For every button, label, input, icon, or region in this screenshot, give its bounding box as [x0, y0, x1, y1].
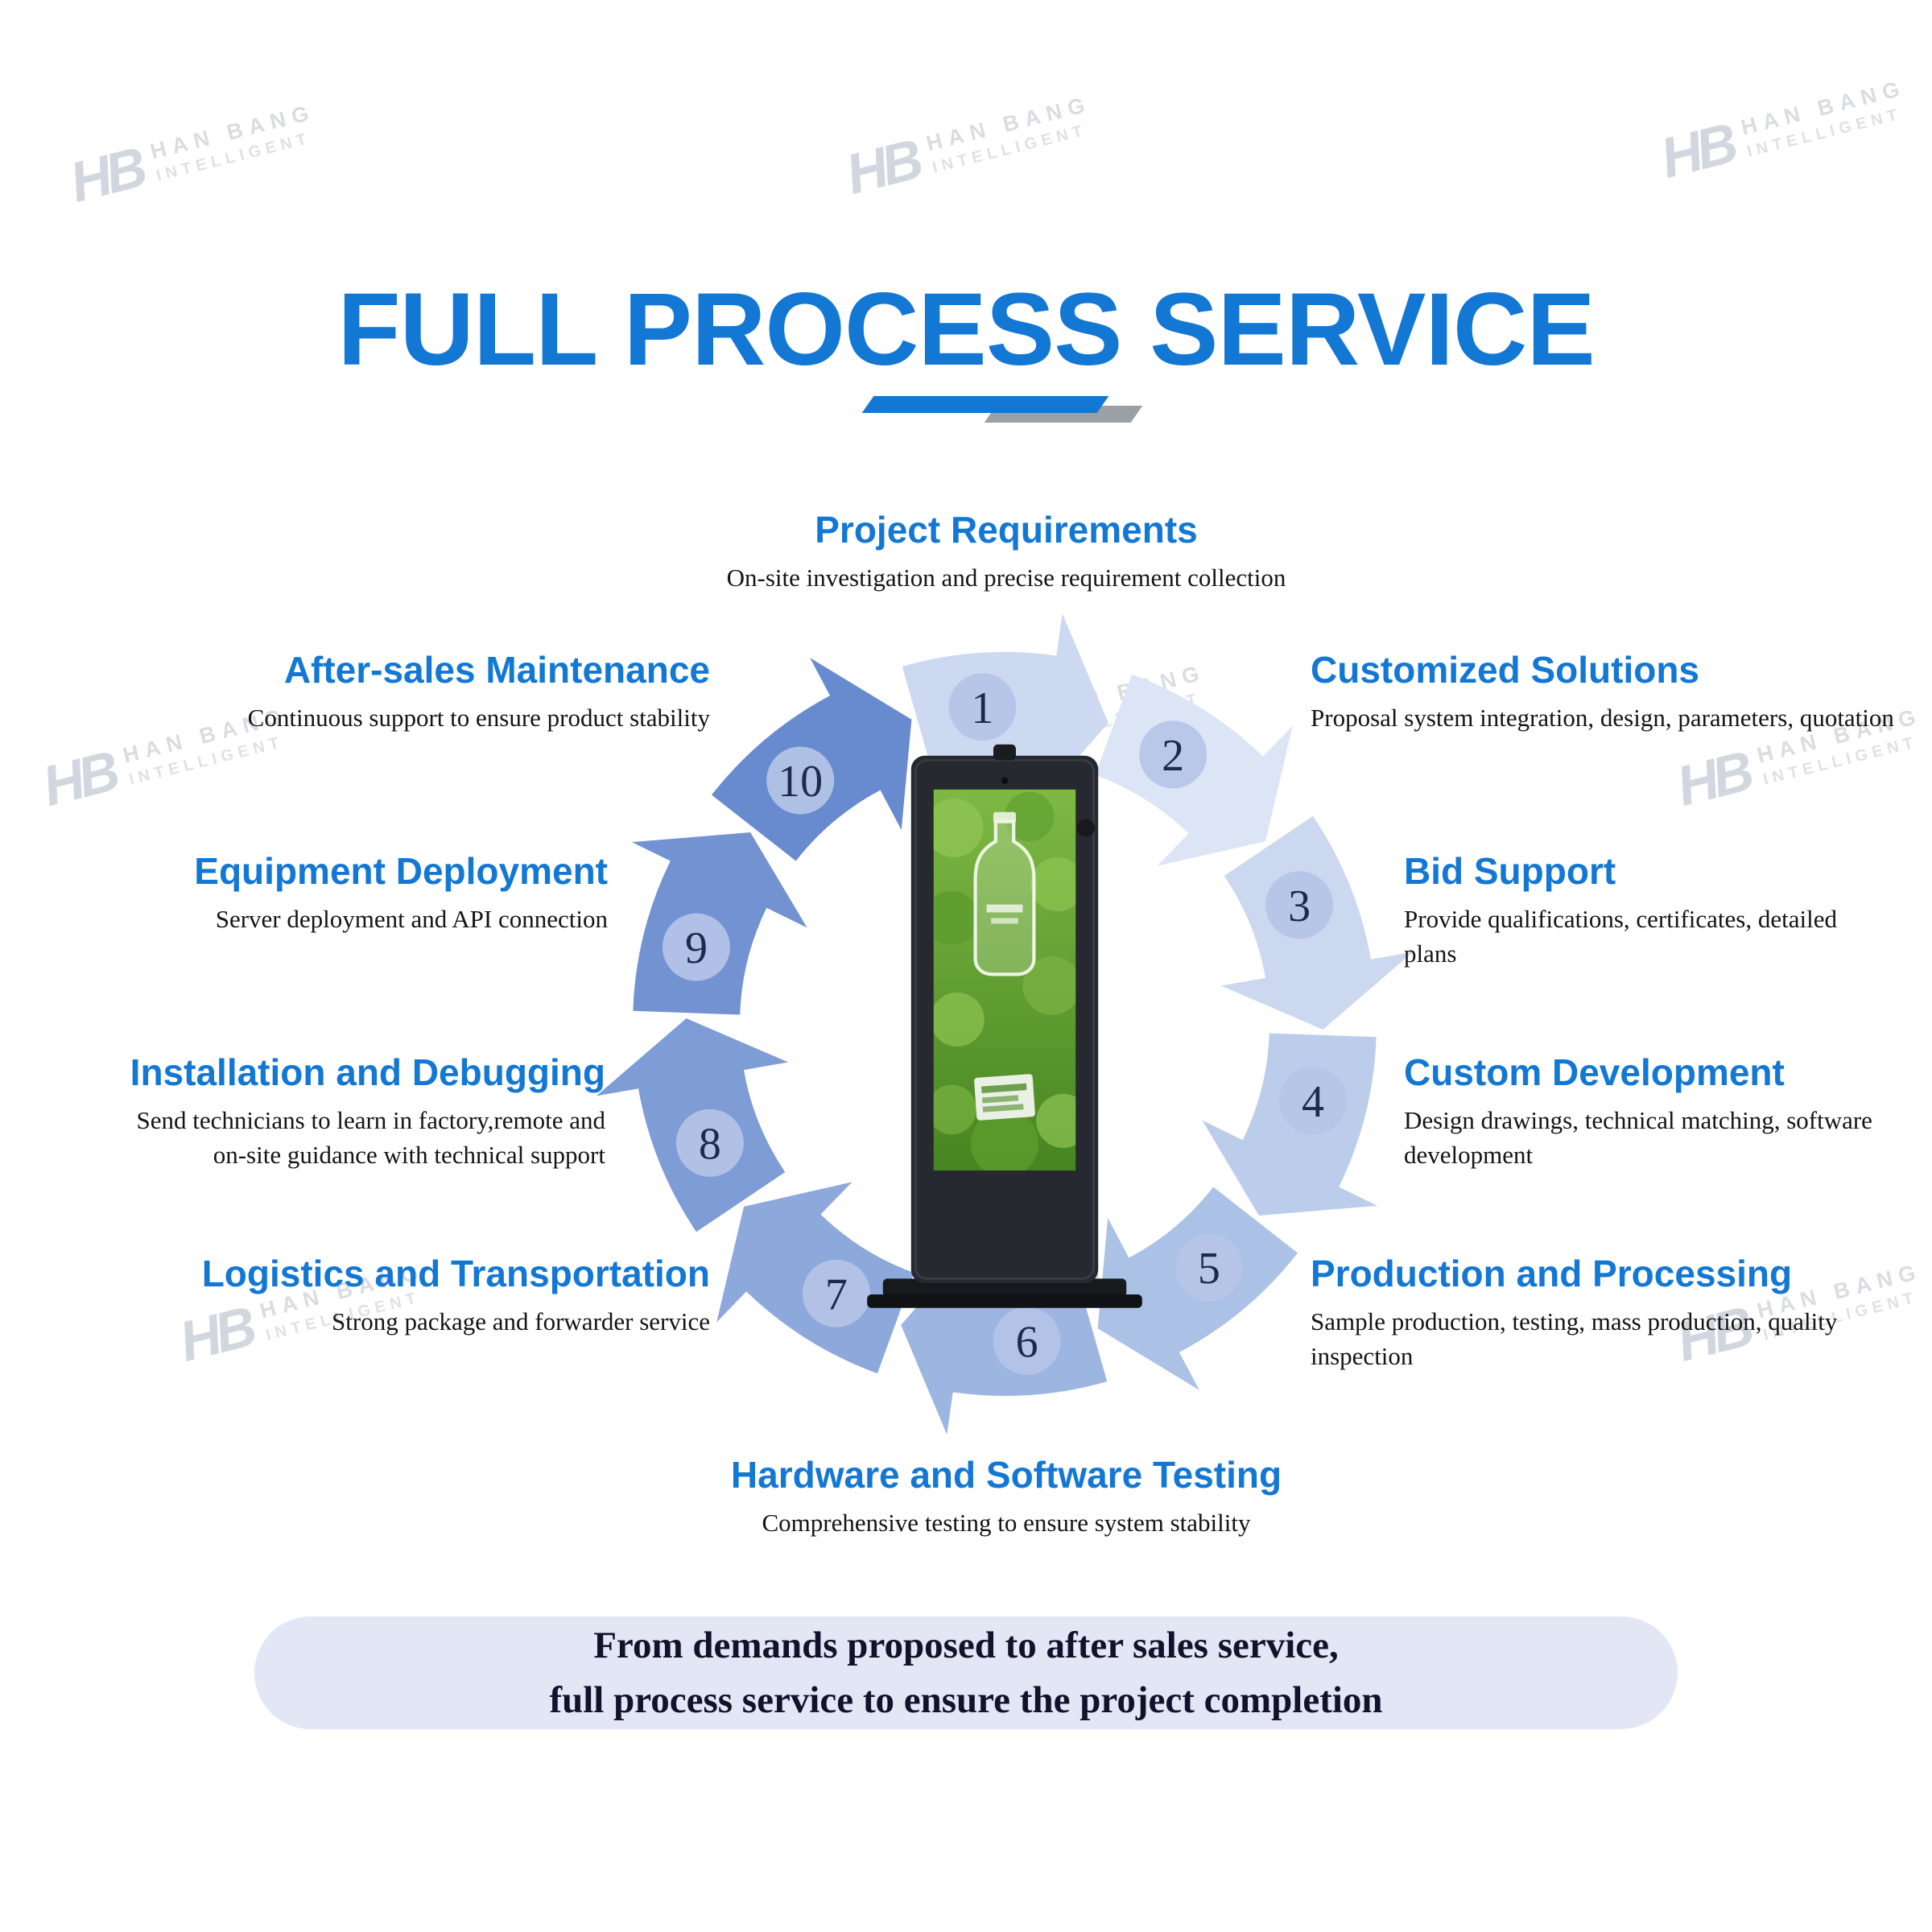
step-number: 7 — [825, 1269, 848, 1319]
step-label-customized-solutions: Customized Solutions Proposal system int… — [1311, 649, 1906, 736]
step-title: Custom Development — [1404, 1051, 1785, 1093]
step-number-badge: 2 — [1139, 720, 1208, 789]
step-title: Project Requirements — [815, 509, 1198, 551]
step-label-equipment-deployment: Equipment Deployment Server deployment a… — [44, 850, 608, 937]
step-title: After-sales Maintenance — [283, 649, 710, 691]
hb-logo-icon: HB — [1654, 111, 1740, 190]
step-number-badges: 1 2 3 4 5 6 7 8 9 10 — [662, 673, 1348, 1375]
step-number: 3 — [1288, 881, 1311, 931]
step-title: Production and Processing — [1311, 1253, 1793, 1294]
step-number: 9 — [685, 923, 708, 973]
step-label-after-sales-maintenance: After-sales Maintenance Continuous suppo… — [82, 649, 710, 736]
step-number: 5 — [1198, 1244, 1220, 1294]
step-number: 1 — [971, 683, 993, 733]
step-desc: Comprehensive testing to ensure system s… — [762, 1508, 1251, 1537]
step-desc: Proposal system integration, design, par… — [1311, 703, 1894, 732]
step-title: Equipment Deployment — [194, 850, 608, 892]
step-label-project-requirements: Project Requirements On-site investigati… — [523, 509, 1489, 596]
page-title: FULL PROCESS SERVICE — [337, 272, 1595, 387]
footer-line: full process service to ensure the proje… — [549, 1679, 1383, 1721]
step-desc: Provide qualifications, certificates, de… — [1404, 904, 1837, 968]
step-desc: Continuous support to ensure product sta… — [247, 703, 710, 732]
step-number-badge: 4 — [1279, 1067, 1348, 1135]
hb-logo-icon: HB — [36, 739, 122, 818]
step-desc: Server deployment and API connection — [215, 904, 608, 933]
step-number: 8 — [699, 1119, 721, 1169]
bottle-icon — [973, 819, 1036, 976]
step-label-logistics-and-transportation: Logistics and Transportation Strong pack… — [50, 1253, 710, 1340]
step-label-custom-development: Custom Development Design drawings, tech… — [1404, 1051, 1919, 1172]
step-number: 4 — [1302, 1077, 1324, 1127]
hb-logo-icon: HB — [1670, 739, 1756, 818]
step-title: Installation and Debugging — [130, 1051, 605, 1093]
step-title: Customized Solutions — [1311, 649, 1699, 691]
step-number: 10 — [778, 757, 823, 807]
step-number-badge: 8 — [675, 1108, 744, 1177]
step-number: 6 — [1016, 1317, 1038, 1367]
step-desc: Strong package and forwarder service — [332, 1307, 710, 1335]
step-number-badge: 3 — [1265, 871, 1334, 939]
footer-line: From demands proposed to after sales ser… — [593, 1624, 1339, 1666]
step-title: Logistics and Transportation — [201, 1253, 710, 1294]
kiosk-sensor — [1076, 819, 1095, 837]
step-label-bid-support: Bid Support Provide qualifications, cert… — [1404, 850, 1887, 971]
step-desc: Design drawings, technical matching, sof… — [1404, 1105, 1872, 1169]
hb-logo-icon: HB — [64, 135, 149, 214]
kiosk-product-image — [867, 744, 1142, 1308]
hb-logo-icon: HB — [840, 127, 925, 206]
step-label-hardware-software-testing: Hardware and Software Testing Comprehens… — [523, 1454, 1489, 1541]
step-desc: Sample production, testing, mass product… — [1311, 1307, 1838, 1370]
kiosk-screen-content — [933, 791, 1076, 1170]
kiosk-hook — [993, 744, 1016, 761]
process-cycle-diagram: 1 2 3 4 5 6 7 8 9 10 — [596, 613, 1414, 1435]
step-desc: On-site investigation and precise requir… — [726, 563, 1286, 592]
step-label-installation-and-debugging: Installation and Debugging Send technici… — [0, 1051, 605, 1172]
step-number-badge: 6 — [993, 1307, 1061, 1375]
screen-label-sticker — [974, 1074, 1035, 1121]
step-number: 2 — [1162, 731, 1184, 781]
step-label-production-and-processing: Production and Processing Sample product… — [1311, 1253, 1874, 1373]
title-underline-blue — [861, 396, 1109, 413]
step-number-badge: 1 — [948, 673, 1017, 741]
footer-banner: From demands proposed to after sales ser… — [254, 1616, 1678, 1729]
step-number-badge: 5 — [1174, 1233, 1243, 1302]
kiosk-camera-dot — [1001, 777, 1009, 784]
step-number-badge: 7 — [802, 1259, 870, 1327]
step-title: Hardware and Software Testing — [730, 1454, 1282, 1496]
step-desc: Send technicians to learn in factory,rem… — [136, 1105, 605, 1169]
step-number-badge: 9 — [662, 913, 730, 981]
title-underline — [861, 396, 1158, 428]
step-title: Bid Support — [1404, 850, 1616, 892]
step-number-badge: 10 — [766, 746, 835, 815]
